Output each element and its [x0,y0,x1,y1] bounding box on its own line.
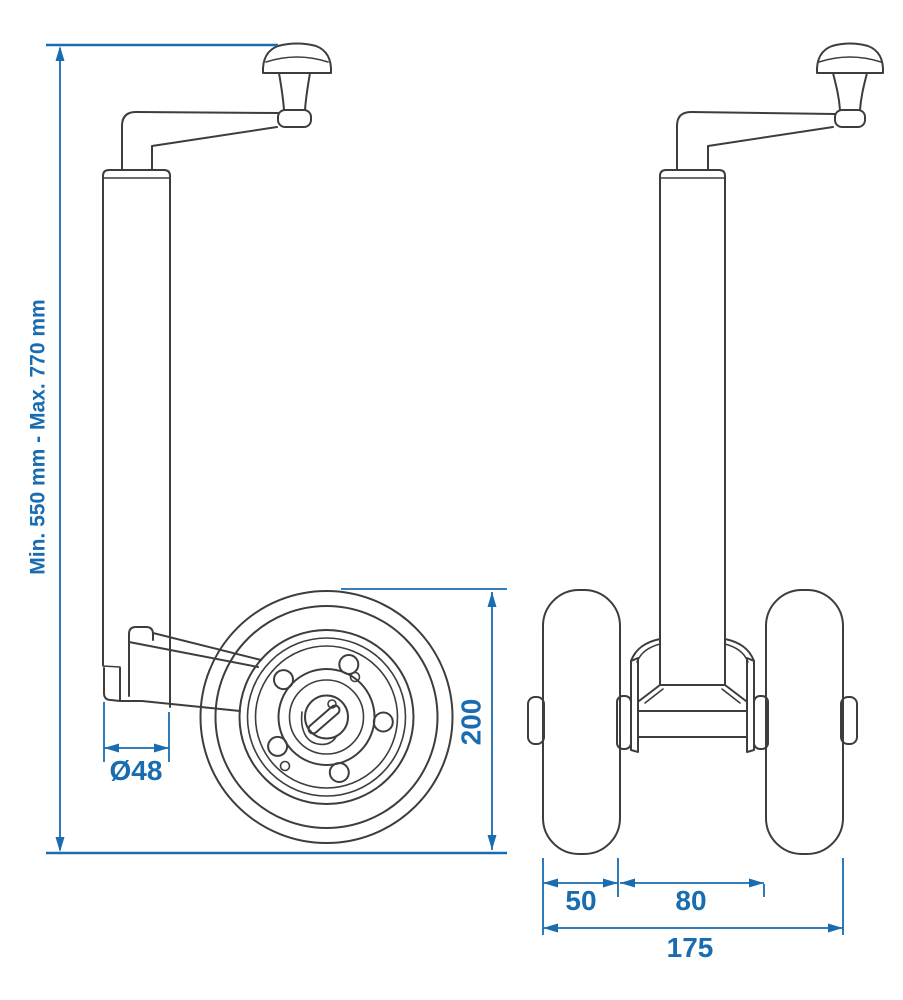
overall-width-label: 175 [667,932,714,963]
left-axle-stub-outer [527,696,545,745]
wheels-front [527,589,858,855]
crank-handle-front [676,42,885,171]
front-view [527,42,885,855]
dimension-height-range: Min. 550 mm - Max. 770 mm [27,46,65,852]
right-wheel [765,589,844,855]
crank-handle-side [121,42,333,171]
height-range-label: Min. 550 mm - Max. 770 mm [27,299,50,574]
wheel-width-label: 50 [565,885,596,916]
dimension-bottom-widths: 50 80 175 [542,858,844,963]
left-axle-stub-inner [616,695,632,750]
swivel-bracket-side [103,626,262,712]
dimensions: Min. 550 mm - Max. 770 mm 200 Ø48 [27,43,844,963]
left-wheel [542,589,621,855]
tube-diameter-label: Ø48 [110,755,163,786]
dimension-wheel-diameter: 200 [341,588,507,850]
right-axle-stub-outer [840,696,858,745]
outer-tube-front [659,169,726,686]
outer-tube-side [102,169,171,708]
side-view [102,42,454,844]
wheel-gap-label: 80 [675,885,706,916]
dimension-tube-diameter: Ø48 [103,702,170,786]
wheel-side [199,590,454,844]
right-axle-stub-inner [753,695,769,750]
axle-slot [307,704,341,735]
fork-bracket-front [630,638,755,753]
wheel-diameter-label: 200 [456,699,487,746]
split-pin [300,711,337,746]
